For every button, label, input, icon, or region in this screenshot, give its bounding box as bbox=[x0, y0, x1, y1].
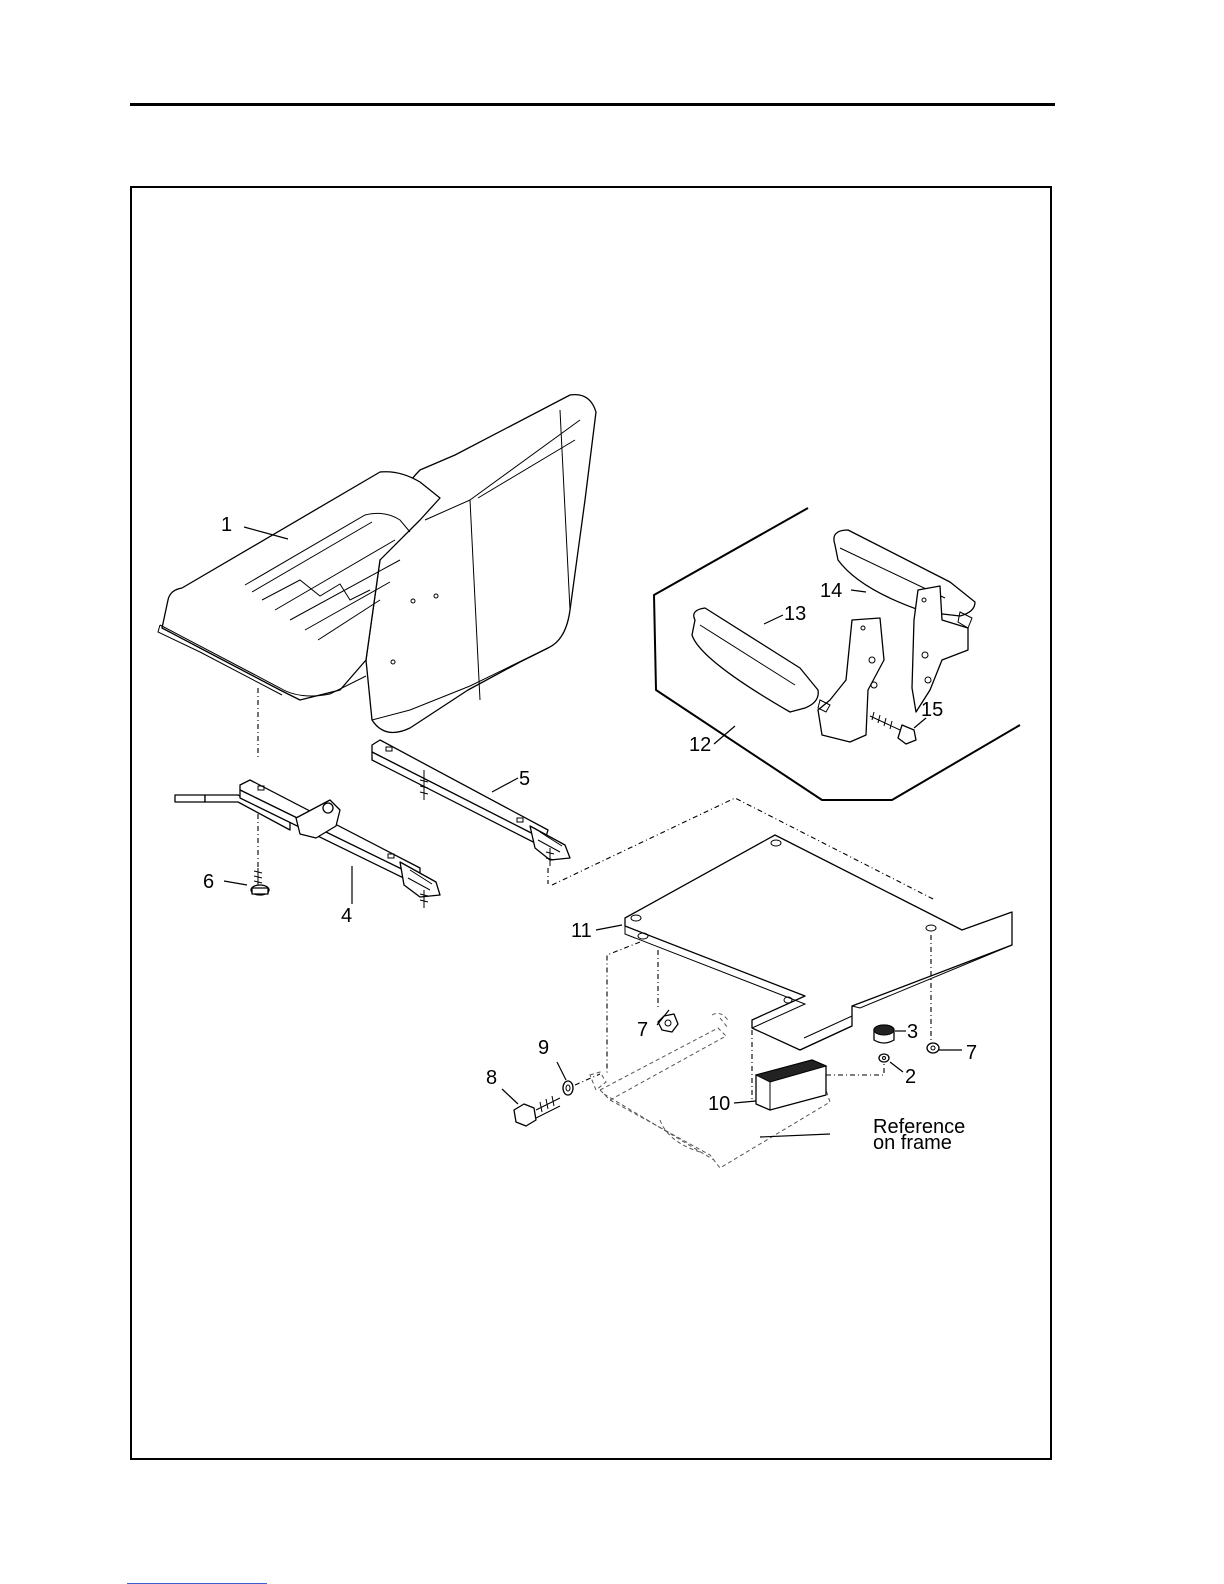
callout-13: 13 bbox=[784, 603, 806, 625]
align-line-plate-bolt bbox=[607, 942, 640, 1075]
leader-reference bbox=[760, 1134, 830, 1137]
callout-5: 5 bbox=[519, 768, 530, 790]
callout-1: 1 bbox=[221, 514, 232, 536]
leader-8 bbox=[502, 1089, 518, 1104]
leader-11 bbox=[596, 925, 622, 930]
callout-12: 12 bbox=[689, 734, 711, 756]
callout-8: 8 bbox=[486, 1067, 497, 1089]
washer-part-9 bbox=[563, 1081, 573, 1095]
leader-2 bbox=[890, 1062, 903, 1072]
callout-7-left: 7 bbox=[637, 1019, 648, 1041]
leader-5 bbox=[492, 778, 518, 792]
callout-4: 4 bbox=[341, 905, 352, 927]
leader-10 bbox=[734, 1101, 756, 1103]
seat-part-1 bbox=[158, 395, 596, 733]
callout-10: 10 bbox=[708, 1093, 730, 1115]
bumper-part-3 bbox=[874, 1025, 894, 1043]
leader-9 bbox=[557, 1062, 566, 1080]
nut-part-7-right bbox=[927, 1043, 939, 1053]
callout-3: 3 bbox=[907, 1021, 918, 1043]
reference-label-line2: on frame bbox=[873, 1132, 952, 1154]
callout-15: 15 bbox=[921, 699, 943, 721]
leader-6 bbox=[224, 881, 247, 885]
align-line-spacer bbox=[826, 1055, 884, 1075]
callout-14: 14 bbox=[820, 580, 842, 602]
callout-11: 11 bbox=[571, 920, 592, 942]
mount-plate-part-11 bbox=[625, 835, 1012, 1050]
callout-6: 6 bbox=[203, 871, 214, 893]
align-line-bolt-frame bbox=[575, 1074, 600, 1085]
bolt-part-6 bbox=[251, 868, 269, 895]
washer-part-2 bbox=[879, 1054, 889, 1062]
slide-rail-part-4 bbox=[175, 780, 440, 908]
bolt-part-8 bbox=[514, 1096, 560, 1126]
callout-2: 2 bbox=[905, 1066, 916, 1088]
nut-part-7-left bbox=[658, 1014, 678, 1032]
callout-9: 9 bbox=[538, 1037, 549, 1059]
callout-7-right: 7 bbox=[966, 1042, 977, 1064]
block-part-10 bbox=[756, 1060, 826, 1110]
slide-rail-part-5 bbox=[372, 740, 570, 866]
